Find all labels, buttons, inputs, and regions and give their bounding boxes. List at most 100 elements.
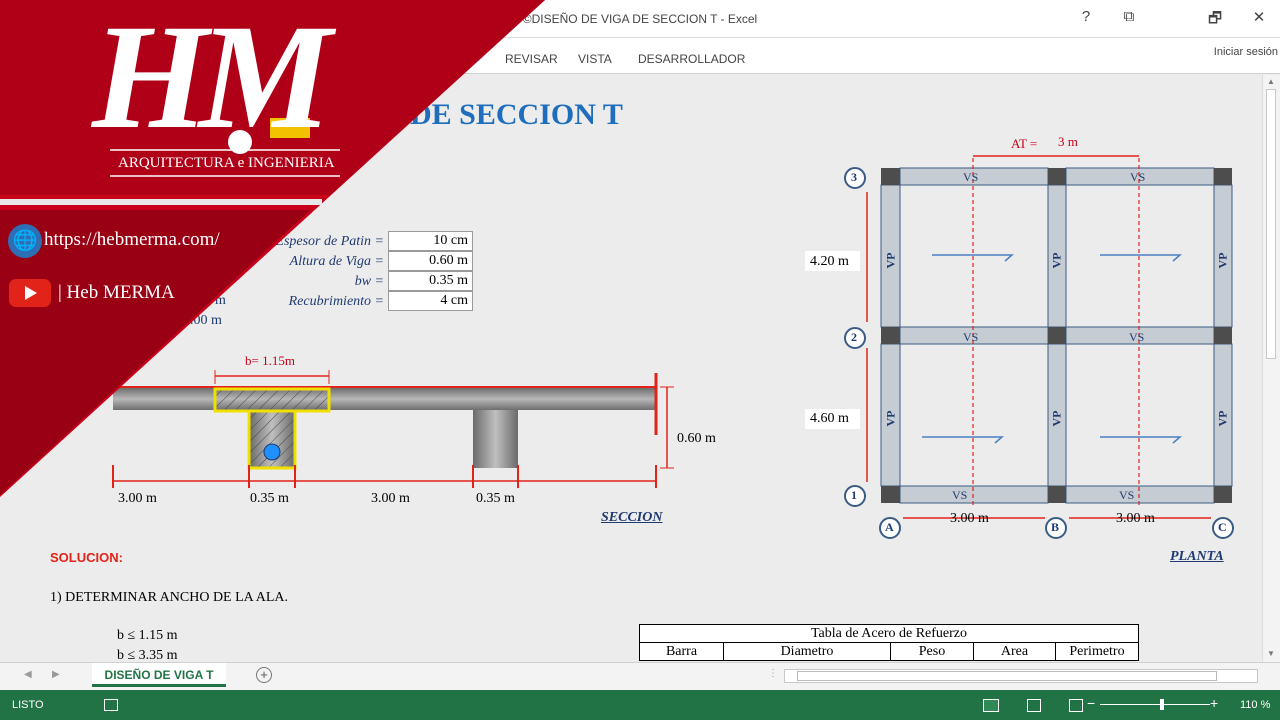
solution-heading: SOLUCION: (50, 550, 123, 565)
input-label-bw: bw = (354, 274, 384, 289)
prev-sheet-icon[interactable]: ◀ (24, 669, 32, 680)
vp-label: VP (883, 410, 898, 427)
vs-label: VS (1119, 488, 1135, 502)
tab-desarrollador[interactable]: DESARROLLADOR (638, 52, 746, 66)
help-button[interactable]: ? (1081, 8, 1091, 25)
scroll-down-icon[interactable]: ▼ (1267, 649, 1275, 658)
plan-link[interactable]: PLANTA (1170, 549, 1224, 564)
sheet-title: DE SECCION T (410, 98, 623, 131)
rebar-table-title: Tabla de Acero de Refuerzo (639, 624, 1139, 643)
dim-label-3: 3.00 m (371, 491, 410, 506)
zoom-out-button[interactable]: − (1087, 695, 1096, 711)
web-right (473, 410, 518, 468)
col-header-barra: Barra (639, 642, 724, 661)
rebar-icon (263, 443, 281, 461)
sheet-tab-bar: ◀ ▶ DISEÑO DE VIGA T + ⋮ (0, 662, 1280, 690)
col-header-diametro: Diametro (723, 642, 891, 661)
input-label-recubrimiento: Recubrimiento = (288, 294, 384, 309)
scroll-up-icon[interactable]: ▲ (1267, 77, 1275, 86)
section-link[interactable]: SECCION (601, 510, 663, 525)
dim-label-1: 3.00 m (118, 491, 157, 506)
partial-value-2: .00 m (190, 313, 222, 328)
next-sheet-icon[interactable]: ▶ (52, 669, 60, 680)
inequality-1: b ≤ 1.15 m (117, 628, 178, 643)
sign-in-link[interactable]: Iniciar sesión (1213, 46, 1278, 58)
tab-vista[interactable]: VISTA (578, 52, 612, 66)
normal-view-icon[interactable] (983, 699, 999, 712)
axis-label-3: 3 (851, 170, 857, 184)
youtube-icon (0, 281, 1, 282)
inequality-2: b ≤ 3.35 m (117, 648, 178, 663)
vs-label: VS (963, 330, 979, 344)
beam-vs-1a (899, 485, 1049, 504)
website-url[interactable]: https://hebmerma.com/ (44, 229, 220, 250)
vs-label: VS (1130, 170, 1146, 184)
add-sheet-button[interactable]: + (256, 667, 272, 683)
flange-slab (113, 388, 656, 410)
zoom-level[interactable]: 110 % (1240, 699, 1271, 711)
axis-label-c: C (1218, 520, 1227, 534)
axis-label-1: 1 (851, 488, 857, 502)
close-button[interactable]: ✕ (1252, 9, 1266, 26)
tab-revisar[interactable]: REVISAR (505, 52, 558, 66)
span-label-x2: 3.00 m (1116, 511, 1155, 526)
col-header-perimetro: Perimetro (1055, 642, 1139, 661)
span-label-y1: 4.20 m (810, 254, 849, 269)
input-cell-bw[interactable]: 0.35 m (388, 271, 473, 291)
height-dim-label: 0.60 m (677, 431, 716, 446)
axis-label-2: 2 (851, 330, 857, 344)
ribbon-display-options-button[interactable]: ⧉ (1123, 8, 1135, 25)
input-cell-espesor[interactable]: 10 cm (388, 231, 473, 251)
macro-record-icon[interactable] (104, 699, 118, 711)
step-1-text: 1) DETERMINAR ANCHO DE LA ALA. (50, 590, 288, 605)
zoom-slider[interactable] (1100, 704, 1210, 705)
plan-diagram (805, 155, 1234, 539)
span-label-x1: 3.00 m (950, 511, 989, 526)
vs-label: VS (1129, 330, 1145, 344)
input-cell-recubrimiento[interactable]: 4 cm (388, 291, 473, 311)
horizontal-scrollbar[interactable] (784, 669, 1258, 683)
vp-label: VP (1215, 252, 1230, 269)
tab-file[interactable]: ARCHIVO (0, 42, 62, 74)
brand-tagline: ARQUITECTURA e INGENIERIA (118, 155, 335, 171)
vp-label: VP (883, 252, 898, 269)
vertical-scroll-thumb[interactable] (1266, 89, 1276, 359)
page-layout-icon[interactable] (1027, 699, 1041, 712)
horizontal-scroll-thumb[interactable] (797, 671, 1217, 681)
vs-label: VS (952, 488, 968, 502)
vp-label: VP (1215, 410, 1230, 427)
sheet-tab-diseno[interactable]: DISEÑO DE VIGA T (92, 663, 226, 687)
dim-label-2: 0.35 m (250, 491, 289, 506)
status-bar: LISTO − + 110 % (0, 690, 1280, 720)
vs-label: VS (963, 170, 979, 184)
brand-logo: HM (92, 0, 332, 160)
zoom-in-button[interactable]: + (1210, 695, 1219, 711)
tab-split-icon[interactable]: ⋮ (768, 668, 778, 679)
vp-label: VP (1049, 410, 1064, 427)
col-header-area: Area (973, 642, 1056, 661)
col-header-peso: Peso (890, 642, 974, 661)
input-cell-altura[interactable]: 0.60 m (388, 251, 473, 271)
globe-icon: 🌐 (12, 230, 38, 252)
at-value: 3 m (1058, 134, 1078, 149)
input-label-espesor: Espesor de Patin = (275, 234, 384, 249)
datos-label: DATOS PROPUESTOS: (50, 195, 199, 210)
span-label-y2: 4.60 m (810, 411, 849, 426)
b-width-label: b= 1.15m (245, 353, 295, 368)
rebar-table: Tabla de Acero de Refuerzo Barra Diametr… (639, 624, 1139, 661)
status-ready: LISTO (12, 699, 44, 711)
partial-value-1: m (215, 293, 226, 308)
page-break-icon[interactable] (1069, 699, 1083, 712)
zoom-slider-knob[interactable] (1160, 699, 1164, 710)
input-label-altura: Altura de Viga = (289, 254, 384, 269)
window-title: ©DISEÑO DE VIGA DE SECCION T - Excel (522, 12, 758, 26)
axis-label-b: B (1051, 520, 1060, 534)
vp-label: VP (1049, 252, 1064, 269)
axis-label-a: A (885, 520, 894, 534)
restore-button[interactable]: 🗗 (1207, 10, 1223, 27)
channel-name[interactable]: | Heb MERMA (58, 282, 175, 303)
vertical-scrollbar[interactable]: ▲ ▼ (1262, 75, 1280, 662)
beam-vs-1b (1065, 485, 1215, 504)
at-label: AT = (1011, 136, 1038, 151)
